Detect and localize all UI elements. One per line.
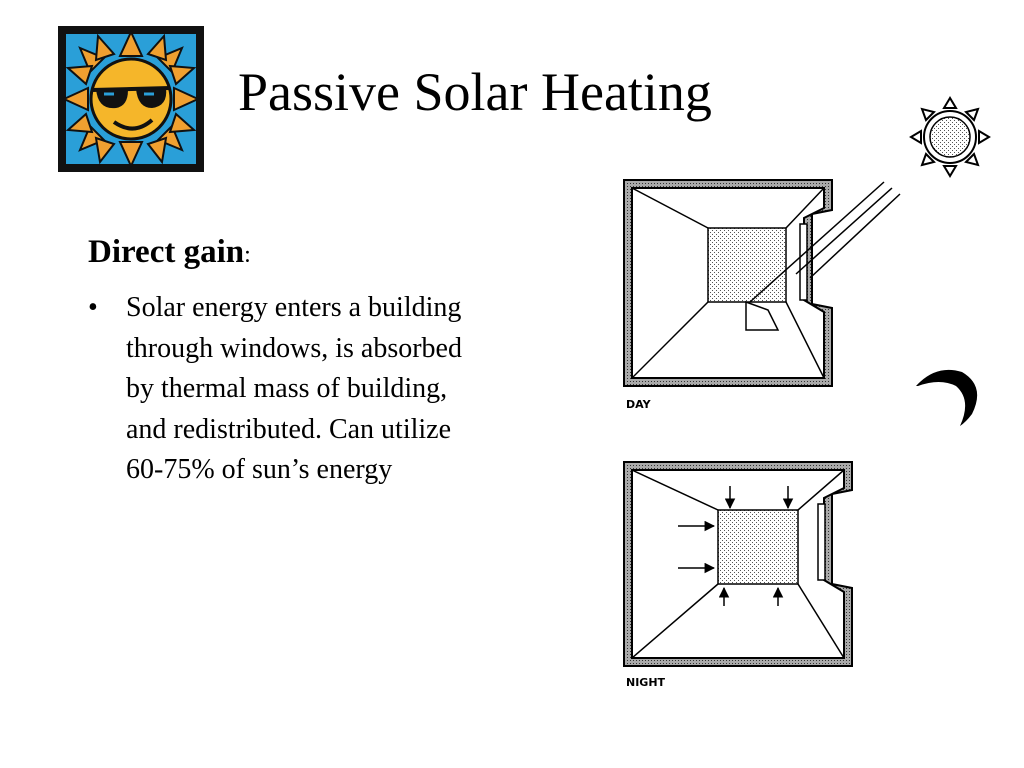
sun-icon <box>909 96 991 178</box>
sun-sunglasses-logo-icon <box>58 26 204 172</box>
bullet-dot: • <box>88 292 98 323</box>
bullet-list: • Solar energy enters a building through… <box>88 288 488 491</box>
bullet-item: • Solar energy enters a building through… <box>88 288 488 491</box>
direct-gain-diagram: DAY NIGHT <box>623 96 991 689</box>
section-heading-text: Direct gain <box>88 234 245 270</box>
slide-title: Passive Solar Heating <box>238 62 712 122</box>
section-heading-colon: : <box>244 242 251 268</box>
day-label: DAY <box>626 398 652 411</box>
section-heading: Direct gain: <box>88 232 251 275</box>
bullet-text: Solar energy enters a building through w… <box>126 292 462 485</box>
night-label: NIGHT <box>626 676 666 689</box>
moon-icon <box>916 369 978 426</box>
day-room-diagram <box>623 179 901 387</box>
night-room-diagram <box>623 461 853 667</box>
